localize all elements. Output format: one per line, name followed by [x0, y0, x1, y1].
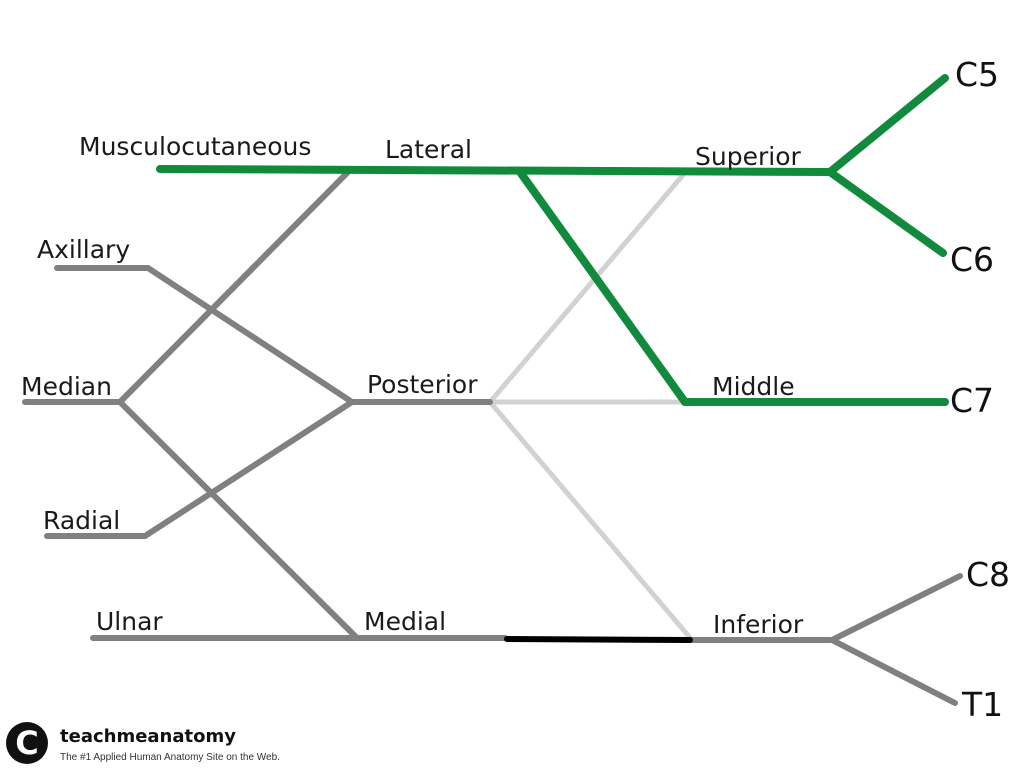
label-superior: Superior	[695, 142, 801, 171]
label-medial: Medial	[364, 607, 446, 636]
label-median: Median	[21, 372, 112, 401]
label-root-c5: C5	[955, 55, 999, 94]
footer-branding: C teachmeanatomy The #1 Applied Human An…	[6, 722, 406, 766]
label-radial: Radial	[43, 506, 120, 535]
label-root-c8: C8	[966, 555, 1010, 594]
brand-tagline: The #1 Applied Human Anatomy Site on the…	[60, 752, 280, 763]
line-radial-to-posterior	[142, 399, 355, 539]
line-inferior-to-t1	[829, 637, 958, 706]
line-superior-to-c5	[826, 74, 949, 176]
label-root-c6: C6	[950, 240, 994, 279]
line-lateral-to-middle	[516, 168, 689, 406]
label-root-c7: C7	[950, 381, 994, 420]
line-medial-cord-black	[504, 636, 693, 643]
line-posterior-to-inferior	[487, 399, 695, 643]
brand-name: teachmeanatomy	[60, 726, 236, 747]
label-inferior: Inferior	[713, 610, 804, 639]
line-lateral-cord	[156, 165, 834, 176]
copyright-logo-icon: C	[6, 722, 48, 764]
line-inferior-to-c8	[829, 573, 963, 643]
label-posterior: Posterior	[367, 370, 478, 399]
label-root-t1: T1	[961, 685, 1003, 724]
line-superior-to-c6	[826, 168, 947, 257]
line-median-to-medial	[117, 399, 360, 641]
line-posterior-to-superior	[487, 172, 686, 405]
label-ulnar: Ulnar	[96, 607, 163, 636]
label-lateral: Lateral	[385, 135, 472, 164]
label-middle: Middle	[712, 372, 795, 401]
line-axillary-to-posterior	[145, 265, 355, 405]
label-axillary: Axillary	[37, 235, 130, 264]
label-musculocutaneous: Musculocutaneous	[79, 132, 311, 161]
line-median-to-lateral	[117, 169, 351, 405]
